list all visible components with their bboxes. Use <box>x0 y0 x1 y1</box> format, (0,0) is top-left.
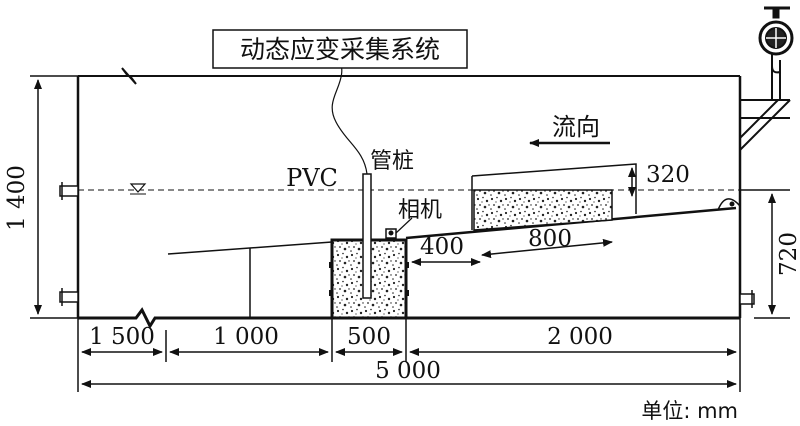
total-length-dim: 5 000 <box>375 358 441 384</box>
tank-height-dim: 1 400 <box>4 165 30 231</box>
water-level-icon <box>129 183 147 193</box>
left-pipes <box>59 182 79 306</box>
seg-1-dim: 1 500 <box>89 324 155 350</box>
water-depth-dim: 720 <box>776 232 800 276</box>
camera-label: 相机 <box>398 198 442 223</box>
title-box-text: 动态应变采集系统 <box>240 35 440 64</box>
gate-wheel-icon <box>758 6 794 74</box>
seg-3-dim: 500 <box>347 324 391 350</box>
flow-direction-label: 流向 <box>552 113 600 141</box>
seg-2-dim: 1 000 <box>213 324 279 350</box>
dimension-lines <box>30 75 790 392</box>
sand-box-bolts <box>329 262 409 296</box>
right-pipe <box>739 290 755 308</box>
block-height-dim: 320 <box>646 162 690 188</box>
pipe-pile <box>362 173 372 299</box>
camera-icon <box>385 217 413 239</box>
gate-bracket <box>739 60 791 151</box>
block-length-dim: 800 <box>528 226 572 252</box>
pvc-label: PVC <box>286 164 338 192</box>
seg-4-dim: 2 000 <box>547 324 613 350</box>
unit-label: 单位: mm <box>641 399 738 423</box>
title-box <box>212 29 468 69</box>
gap-dim: 400 <box>420 234 464 260</box>
pipe-pile-label: 管桩 <box>370 149 414 174</box>
tank <box>76 67 742 330</box>
sliding-block <box>471 163 637 231</box>
sensor-wire <box>331 53 368 175</box>
